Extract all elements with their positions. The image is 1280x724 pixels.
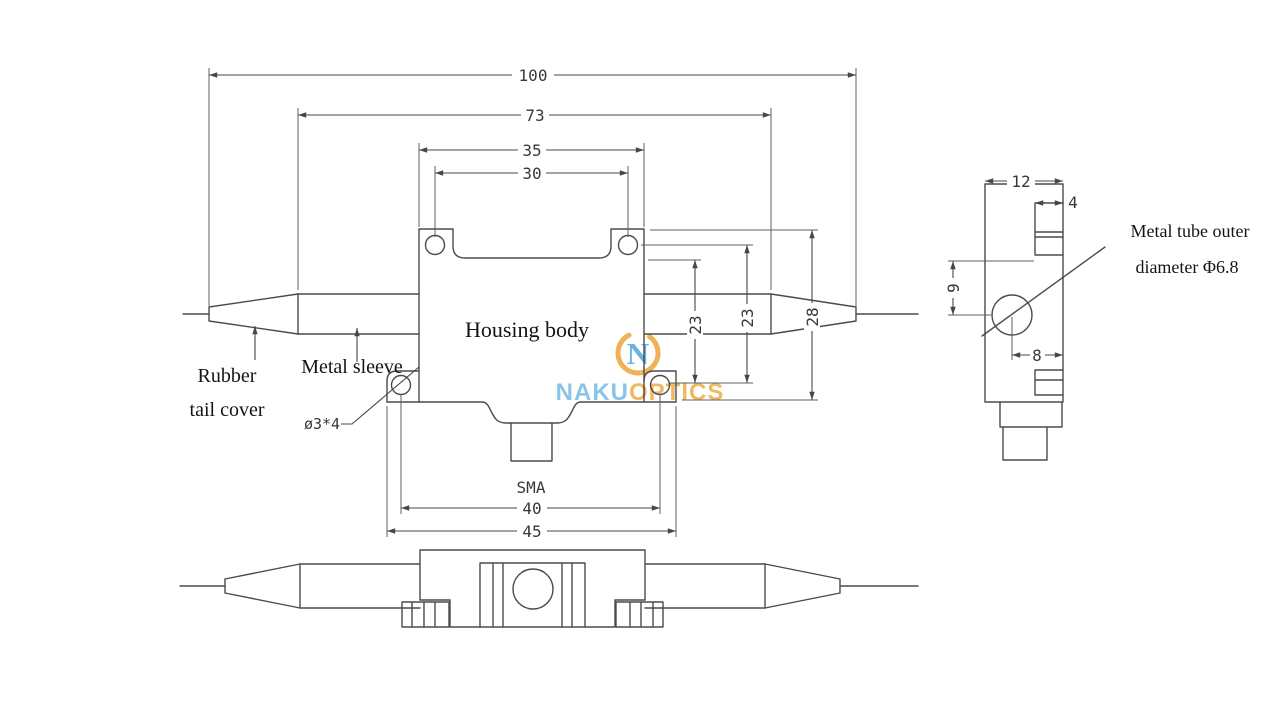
bottom-tabs-left: [401, 601, 450, 628]
tube-note-leader-line: [981, 246, 1106, 337]
mount-hole-callout: ø3*4: [304, 415, 340, 433]
dim-overall-height: 28: [803, 307, 822, 326]
dim-hole-height: 23: [738, 308, 757, 327]
rubber-tail-cone-left: [208, 293, 299, 335]
dim-text-bg: [1030, 348, 1045, 362]
housing-body-outline: [418, 228, 645, 403]
dim-side-width: 12: [1011, 172, 1030, 191]
watermark-brand-text: NAKUOPTICS: [556, 379, 725, 406]
dim-tube-offset-group: 9: [944, 278, 963, 298]
mount-hole-leader-line: [341, 366, 420, 425]
side-body-outline: [984, 183, 1064, 403]
housing-body-label: Housing body: [465, 317, 589, 342]
bottom-body-outline: [419, 549, 646, 601]
metal-sleeve-left: [297, 293, 420, 335]
side-extension-lines: [948, 260, 1034, 360]
dim-text-bg: [739, 304, 755, 332]
tube-note-line2: diameter Φ6.8: [1135, 257, 1238, 277]
sma-connector-label: SMA: [517, 478, 546, 497]
watermark-logo-letter: N: [627, 336, 649, 371]
dim-side-tab-width: 4: [1068, 193, 1078, 212]
bottom-mount-hole-left: [390, 374, 412, 396]
rubber-tail-label-line1: Rubber: [198, 365, 257, 387]
front-view: 100 73 35 30 40 45 SMA 23 23 28 ø3*4 Hou…: [182, 66, 919, 541]
top-mount-hole-left: [424, 234, 446, 256]
dim-text-bg: [517, 500, 547, 516]
extension-lines-vertical-dims: [641, 229, 818, 401]
dim-text-bg: [804, 303, 820, 331]
dim-text-bg: [517, 523, 547, 539]
dim-text-bg: [518, 142, 546, 158]
dim-text-bg: [1007, 173, 1035, 189]
dim-overall-height-group: 28: [803, 303, 822, 331]
bottom-tabs-right: [615, 601, 664, 628]
dim-hole-height-group: 23: [738, 304, 757, 332]
dim-overall-length: 100: [519, 66, 548, 85]
dim-sleeve-span: 73: [525, 106, 544, 125]
dim-text-bg: [687, 311, 703, 339]
side-view: 12 4 9 8 Metal tube outer diameter Φ6.8: [944, 172, 1250, 461]
dim-body-height: 23: [686, 315, 705, 334]
bottom-cone-right: [764, 563, 841, 609]
dim-tube-offset: 9: [944, 283, 963, 293]
dim-text-bg: [518, 165, 546, 181]
metal-sleeve-right: [643, 293, 772, 335]
bottom-cone-left: [224, 563, 301, 609]
side-bottom-tab: [1034, 369, 1064, 396]
bottom-center-block: [479, 562, 586, 628]
dim-text-bg: [945, 278, 961, 298]
dim-bottom-hole-spacing: 40: [522, 499, 541, 518]
bottom-ear-left: [386, 370, 420, 403]
tube-note-line1: Metal tube outer: [1131, 221, 1250, 241]
bottom-sleeve-left: [299, 563, 421, 609]
top-mount-hole-right: [617, 234, 639, 256]
sma-connector-stub: [510, 422, 553, 462]
bottom-ear-right: [643, 370, 677, 403]
rubber-tail-label-line2: tail cover: [190, 399, 265, 421]
metal-sleeve-label: Metal sleeve: [301, 356, 403, 378]
watermark-logo-ring-icon: [615, 330, 661, 376]
bottom-body-lower-plate: [419, 599, 646, 628]
dim-top-ear-span: 35: [522, 141, 541, 160]
side-top-tab: [1034, 202, 1064, 256]
extension-lines-horizontal-dims: [208, 68, 857, 537]
housing-bottom-edge-sma-bump: [386, 401, 677, 424]
side-sma-steps: [999, 401, 1063, 461]
dim-text-bg: [512, 67, 554, 83]
dim-bottom-ear-span: 45: [522, 522, 541, 541]
dim-body-height-group: 23: [686, 311, 705, 339]
dim-top-hole-spacing: 30: [522, 164, 541, 183]
dim-hole-to-edge: 8: [1032, 346, 1042, 365]
bottom-sleeve-right: [644, 563, 766, 609]
bottom-view: [179, 549, 919, 628]
dim-text-bg: [521, 107, 549, 123]
bottom-sma-circle: [512, 568, 554, 610]
